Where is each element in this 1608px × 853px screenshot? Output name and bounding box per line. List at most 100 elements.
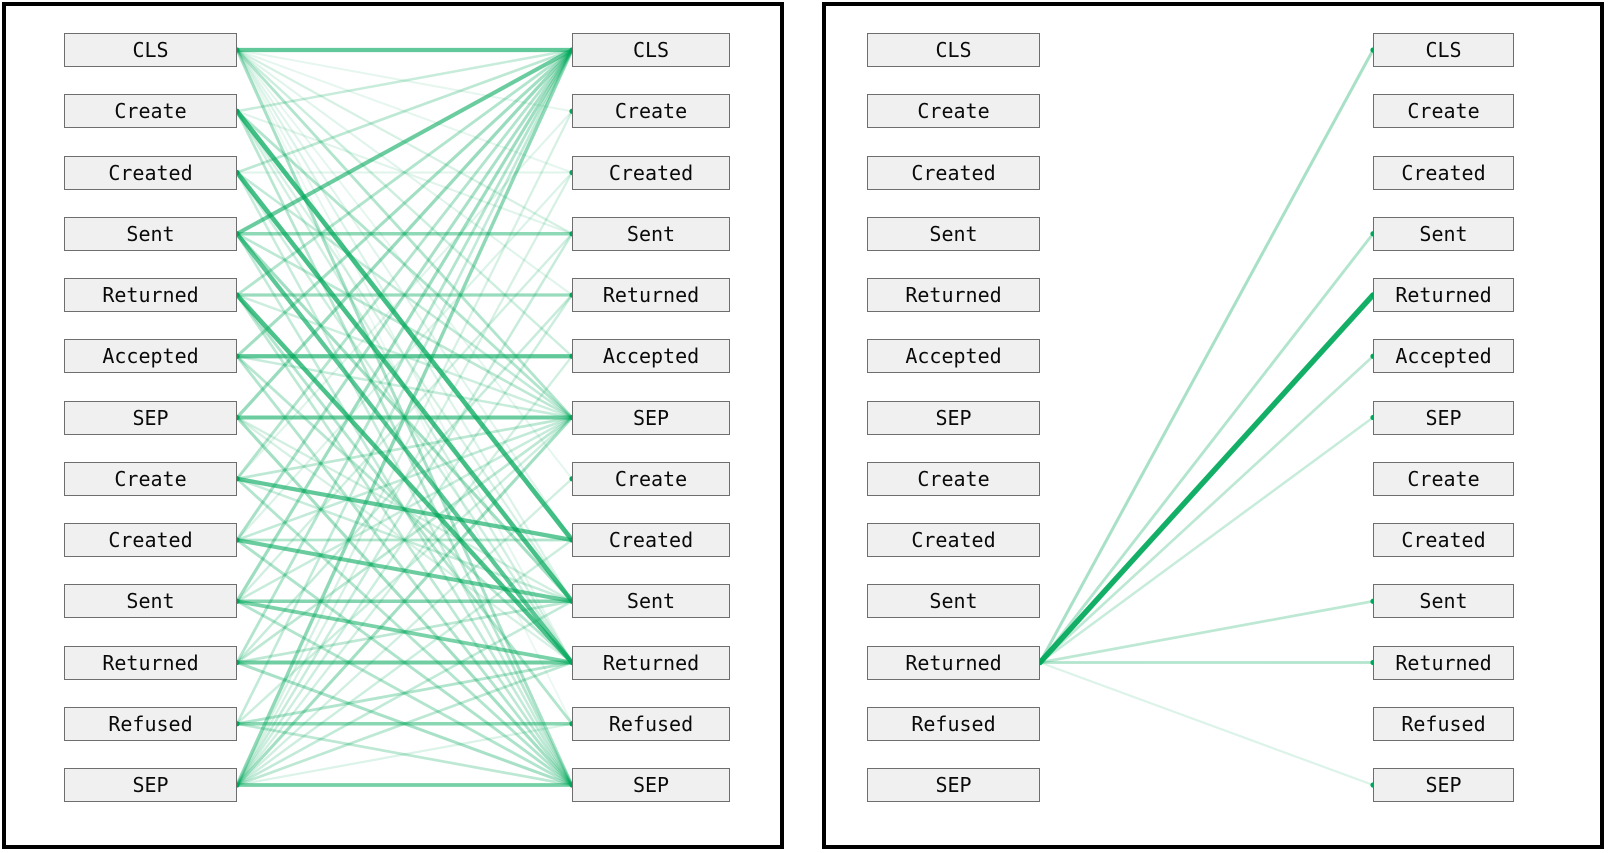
token-node-right-tgt-8[interactable]: Created: [1373, 523, 1514, 557]
token-node-right-tgt-9[interactable]: Sent: [1373, 584, 1514, 619]
token-node-left-tgt-7[interactable]: Create: [572, 461, 730, 496]
token-node-right-tgt-3[interactable]: Sent: [1373, 216, 1514, 251]
token-node-label: Sent: [1419, 221, 1468, 246]
token-node-right-tgt-4[interactable]: Returned: [1373, 278, 1514, 312]
token-node-left-tgt-3[interactable]: Sent: [572, 216, 730, 251]
token-node-label: Create: [614, 99, 688, 124]
token-node-label: SEP: [132, 405, 169, 430]
token-node-left-src-3[interactable]: Sent: [64, 216, 237, 251]
token-node-left-src-5[interactable]: Accepted: [64, 339, 237, 374]
token-node-right-tgt-7[interactable]: Create: [1373, 461, 1514, 496]
token-node-label: Sent: [626, 221, 676, 246]
token-node-label: Accepted: [102, 344, 199, 369]
token-node-left-tgt-1[interactable]: Create: [572, 94, 730, 129]
token-node-right-src-2[interactable]: Created: [867, 155, 1040, 190]
token-node-label: SEP: [935, 405, 972, 430]
token-node-left-src-4[interactable]: Returned: [64, 278, 237, 312]
token-node-right-src-6[interactable]: SEP: [867, 400, 1040, 435]
token-node-label: CLS: [132, 38, 169, 62]
token-node-label: Sent: [126, 221, 175, 246]
token-node-left-tgt-2[interactable]: Created: [572, 155, 730, 190]
token-node-label: Returned: [905, 283, 1002, 307]
token-node-left-tgt-0[interactable]: CLS: [572, 33, 730, 67]
token-node-label: Refused: [608, 711, 694, 736]
token-node-left-tgt-5[interactable]: Accepted: [572, 339, 730, 374]
token-node-label: SEP: [632, 773, 670, 797]
token-node-label: Created: [108, 160, 193, 185]
token-node-left-tgt-10[interactable]: Returned: [572, 645, 730, 680]
token-node-label: Created: [1401, 528, 1486, 552]
token-node-label: Sent: [929, 589, 978, 614]
token-node-right-tgt-12[interactable]: SEP: [1373, 768, 1514, 802]
token-node-label: Sent: [126, 589, 175, 614]
token-node-label: Refused: [108, 711, 193, 736]
token-node-right-tgt-10[interactable]: Returned: [1373, 645, 1514, 680]
token-node-right-tgt-11[interactable]: Refused: [1373, 706, 1514, 741]
token-node-label: Created: [608, 528, 694, 552]
token-node-right-tgt-6[interactable]: SEP: [1373, 400, 1514, 435]
token-node-label: Returned: [602, 283, 700, 307]
token-node-left-src-2[interactable]: Created: [64, 155, 237, 190]
token-node-label: Returned: [905, 650, 1002, 675]
token-node-label: Sent: [626, 589, 676, 614]
token-node-left-src-8[interactable]: Created: [64, 523, 237, 557]
token-node-left-src-12[interactable]: SEP: [64, 768, 237, 802]
token-node-left-tgt-9[interactable]: Sent: [572, 584, 730, 619]
token-node-right-src-3[interactable]: Sent: [867, 216, 1040, 251]
token-node-label: Sent: [1419, 589, 1468, 614]
token-node-label: SEP: [935, 773, 972, 797]
token-node-label: Returned: [602, 650, 700, 675]
token-node-label: SEP: [132, 773, 169, 797]
token-node-left-tgt-8[interactable]: Created: [572, 523, 730, 557]
token-node-right-tgt-1[interactable]: Create: [1373, 94, 1514, 129]
token-node-label: Create: [114, 466, 187, 491]
token-node-label: Returned: [102, 283, 199, 307]
token-node-right-src-8[interactable]: Created: [867, 523, 1040, 557]
token-node-label: SEP: [632, 405, 670, 430]
token-node-label: SEP: [1425, 405, 1462, 430]
token-node-right-src-1[interactable]: Create: [867, 94, 1040, 129]
token-node-left-tgt-12[interactable]: SEP: [572, 768, 730, 802]
token-node-label: Refused: [1401, 711, 1486, 736]
token-node-label: Returned: [1395, 650, 1492, 675]
token-node-right-src-10[interactable]: Returned: [867, 645, 1040, 680]
token-node-left-src-7[interactable]: Create: [64, 461, 237, 496]
token-node-right-src-4[interactable]: Returned: [867, 278, 1040, 312]
token-node-right-src-5[interactable]: Accepted: [867, 339, 1040, 374]
token-node-right-src-9[interactable]: Sent: [867, 584, 1040, 619]
token-node-left-src-10[interactable]: Returned: [64, 645, 237, 680]
token-node-left-src-1[interactable]: Create: [64, 94, 237, 129]
token-node-label: Accepted: [905, 344, 1002, 369]
token-node-left-tgt-4[interactable]: Returned: [572, 278, 730, 312]
token-node-right-tgt-5[interactable]: Accepted: [1373, 339, 1514, 374]
token-node-right-src-12[interactable]: SEP: [867, 768, 1040, 802]
token-node-left-src-11[interactable]: Refused: [64, 706, 237, 741]
token-node-label: Accepted: [602, 344, 700, 369]
token-node-right-tgt-2[interactable]: Created: [1373, 155, 1514, 190]
token-node-label: CLS: [632, 38, 670, 62]
token-node-label: Sent: [929, 221, 978, 246]
token-node-right-tgt-0[interactable]: CLS: [1373, 33, 1514, 67]
token-node-right-src-0[interactable]: CLS: [867, 33, 1040, 67]
token-node-label: Created: [1401, 160, 1486, 185]
token-node-label: Returned: [1395, 283, 1492, 307]
token-node-left-src-6[interactable]: SEP: [64, 400, 237, 435]
token-node-label: CLS: [1425, 38, 1462, 62]
token-node-label: CLS: [935, 38, 972, 62]
token-node-label: Create: [614, 466, 688, 491]
token-node-label: Created: [608, 160, 694, 185]
token-node-label: Create: [1407, 466, 1480, 491]
token-node-right-src-11[interactable]: Refused: [867, 706, 1040, 741]
token-node-left-tgt-11[interactable]: Refused: [572, 706, 730, 741]
token-node-label: Create: [917, 99, 990, 124]
token-node-label: Created: [108, 528, 193, 552]
token-node-left-src-0[interactable]: CLS: [64, 33, 237, 67]
token-node-left-src-9[interactable]: Sent: [64, 584, 237, 619]
token-node-left-tgt-6[interactable]: SEP: [572, 400, 730, 435]
token-node-right-src-7[interactable]: Create: [867, 461, 1040, 496]
